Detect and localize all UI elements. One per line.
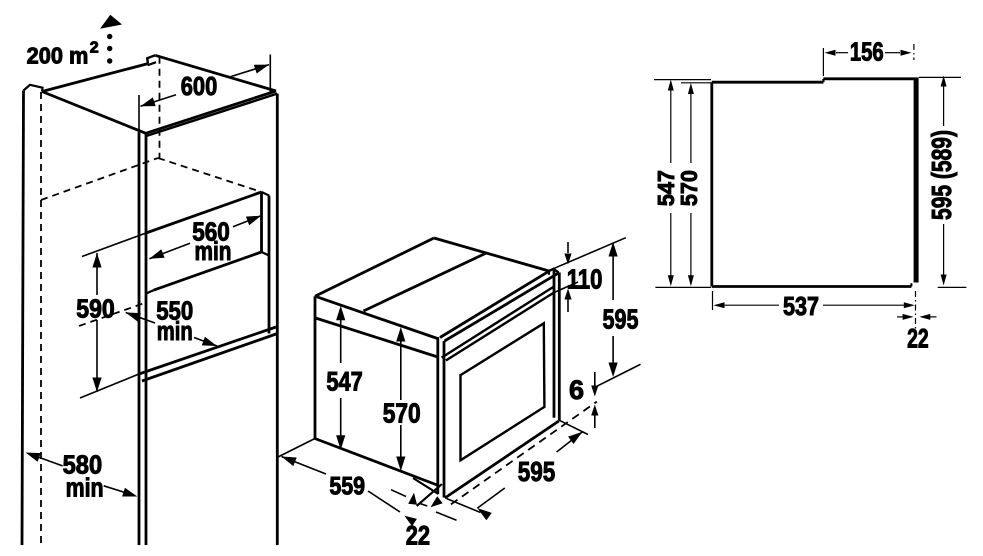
svg-text:200 m: 200 m (27, 43, 89, 69)
svg-text:min: min (66, 475, 104, 503)
svg-text:22: 22 (907, 323, 929, 353)
svg-text:570: 570 (676, 170, 702, 206)
svg-text:547: 547 (326, 367, 362, 397)
svg-text:590: 590 (76, 296, 115, 324)
svg-text:560: 560 (192, 219, 230, 247)
svg-text:min: min (157, 318, 193, 346)
svg-text:547: 547 (653, 170, 679, 206)
svg-text:600: 600 (181, 73, 218, 101)
svg-text:570: 570 (383, 398, 421, 429)
svg-text:2: 2 (90, 40, 99, 57)
svg-text:595 (589): 595 (589) (926, 130, 957, 220)
svg-text:537: 537 (783, 291, 819, 321)
svg-text:6: 6 (569, 375, 584, 405)
svg-text:550: 550 (156, 297, 193, 325)
svg-text:22: 22 (406, 521, 430, 551)
svg-text:595: 595 (518, 456, 556, 487)
svg-text:min: min (195, 238, 232, 266)
svg-text:110: 110 (567, 263, 603, 294)
svg-text:559: 559 (329, 472, 365, 500)
svg-text:156: 156 (850, 37, 884, 67)
svg-text:580: 580 (63, 452, 103, 480)
svg-text:595: 595 (603, 303, 639, 334)
